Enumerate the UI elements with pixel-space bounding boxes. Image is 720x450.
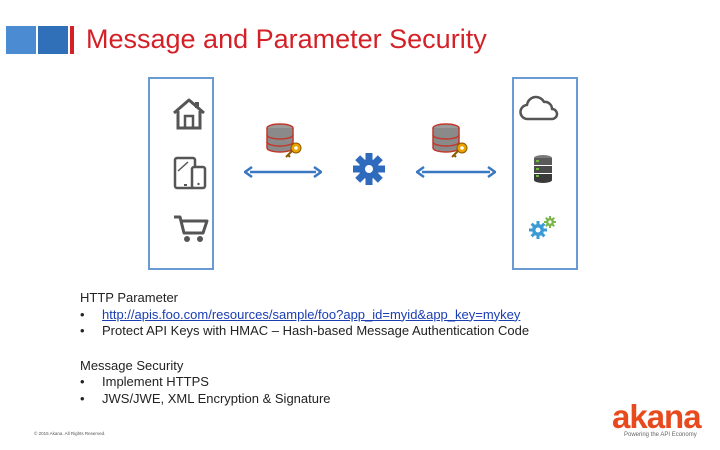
list-item-text: Implement HTTPS	[102, 374, 209, 389]
copyright-text: © 2015 Akana. All Rights Reserved.	[34, 431, 106, 436]
double-arrow-icon	[416, 166, 496, 178]
shopping-cart-icon	[174, 215, 209, 242]
list-item: • Implement HTTPS	[80, 374, 529, 391]
section-title-message-security: Message Security	[80, 357, 184, 373]
backend-panel	[512, 77, 578, 270]
logo-wordmark: akana	[612, 398, 702, 435]
list-item-text: JWS/JWE, XML Encryption & Signature	[102, 390, 331, 406]
double-arrow-icon	[244, 166, 322, 178]
header-accent-bar	[38, 26, 68, 54]
list-item: • JWS/JWE, XML Encryption & Signature	[80, 391, 529, 408]
cloud-icon	[519, 95, 559, 121]
bullet-marker: •	[80, 390, 85, 406]
list-item-text: Protect API Keys with HMAC – Hash-based …	[102, 323, 530, 338]
gear-icon	[353, 153, 385, 185]
section-title-http-parameter: HTTP Parameter	[80, 290, 179, 305]
devices-icon	[173, 156, 207, 190]
sample-api-link[interactable]: http://apis.foo.com/resources/sample/foo…	[102, 306, 521, 322]
list-item: • Protect API Keys with HMAC – Hash-base…	[80, 323, 529, 340]
gears-icon	[529, 216, 556, 239]
akana-logo: akana Powering the API Economy	[612, 398, 712, 438]
logo-tagline: Powering the API Economy	[624, 432, 697, 438]
database-key-icon	[266, 123, 302, 158]
content-body: HTTP Parameter • http://apis.foo.com/res…	[80, 290, 529, 407]
bullet-marker: •	[80, 374, 85, 389]
header-accent-bar	[6, 26, 36, 54]
bullet-marker: •	[80, 323, 85, 338]
server-database-icon	[534, 155, 552, 183]
list-item: • http://apis.foo.com/resources/sample/f…	[80, 307, 529, 324]
database-key-icon	[432, 123, 468, 158]
home-icon	[173, 98, 205, 130]
page-title: Message and Parameter Security	[86, 24, 487, 54]
bullet-marker: •	[80, 306, 85, 322]
header-accent-bar	[70, 26, 74, 54]
